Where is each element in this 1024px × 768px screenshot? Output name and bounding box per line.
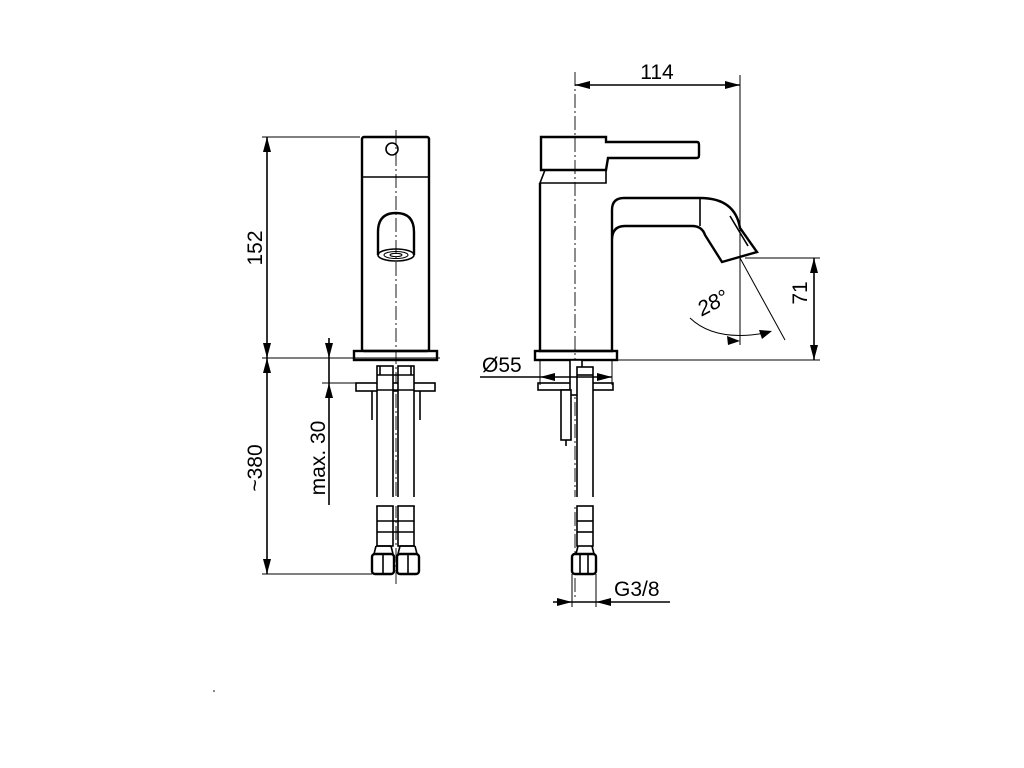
dim-114: 114	[575, 61, 741, 258]
stray-dot	[213, 690, 215, 692]
lever-hole	[385, 142, 399, 156]
side-nut	[570, 552, 598, 576]
dim-max30: max. 30	[307, 338, 356, 505]
dim-label-max30: max. 30	[307, 421, 330, 496]
dim-71: 71	[617, 257, 820, 361]
dim-thread: G3/8	[553, 574, 670, 607]
dim-380: ~380	[244, 358, 372, 575]
front-view: 152 ~380 max. 30	[244, 130, 440, 585]
front-base	[352, 349, 439, 362]
dim-label-152: 152	[244, 230, 267, 265]
dim-label-114: 114	[640, 61, 674, 84]
dim-angle: 28°	[689, 257, 786, 345]
side-body-spout	[538, 183, 759, 353]
side-view: 114 71 28° Ø55	[480, 61, 820, 607]
dim-label-380: ~380	[244, 444, 267, 491]
front-hoses	[370, 365, 422, 576]
dim-label-71: 71	[789, 281, 812, 304]
front-body	[360, 135, 431, 353]
dim-label-diameter: Ø55	[482, 354, 522, 377]
side-base	[533, 349, 619, 362]
dim-label-angle: 28°	[693, 286, 733, 322]
dim-diameter: Ø55	[480, 354, 613, 385]
lever	[539, 135, 701, 172]
dim-label-thread: G3/8	[614, 578, 660, 601]
dim-152: 152	[244, 136, 440, 359]
side-pipes	[555, 359, 605, 576]
